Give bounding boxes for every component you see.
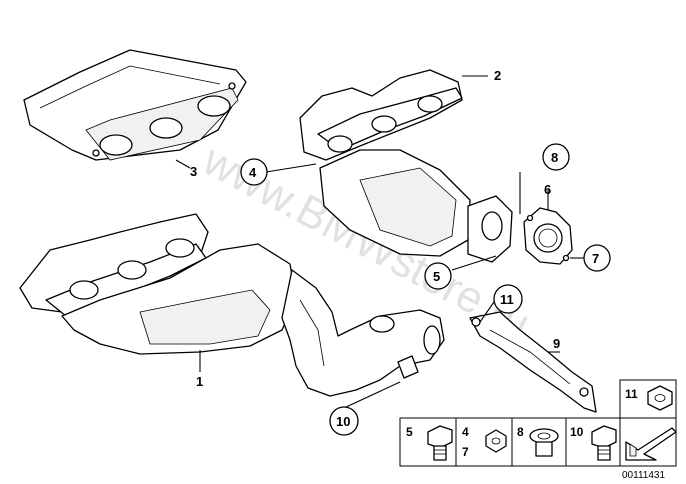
callout-8: 8 bbox=[542, 143, 570, 171]
legend-nut-4-7: 4 7 bbox=[462, 425, 507, 459]
forward-direction-arrow-icon bbox=[625, 427, 677, 461]
callout-6: 6 bbox=[544, 182, 551, 197]
legend-bolt-5: 5 bbox=[406, 425, 453, 461]
svg-text:5: 5 bbox=[406, 425, 413, 439]
callout-10: 10 bbox=[329, 406, 359, 436]
lower-exhaust-manifold-part[interactable] bbox=[19, 213, 445, 397]
upper-exhaust-manifold-part[interactable] bbox=[299, 69, 513, 263]
svg-text:7: 7 bbox=[592, 251, 599, 266]
svg-text:10: 10 bbox=[336, 414, 350, 429]
callout-3: 3 bbox=[190, 164, 197, 179]
callout-1: 1 bbox=[196, 374, 203, 389]
heat-shield-assembly-part[interactable] bbox=[23, 49, 247, 161]
svg-text:9: 9 bbox=[553, 336, 560, 351]
diagram-document-id: 00111431 bbox=[622, 470, 665, 481]
svg-text:11: 11 bbox=[500, 292, 514, 307]
parts-legend-table: 5 4 7 8 10 11 bbox=[399, 379, 677, 467]
callout-9: 9 bbox=[553, 336, 560, 351]
callout-11: 11 bbox=[493, 284, 523, 314]
svg-text:3: 3 bbox=[190, 164, 197, 179]
svg-text:8: 8 bbox=[517, 425, 524, 439]
svg-text:4: 4 bbox=[462, 425, 469, 439]
svg-text:4: 4 bbox=[249, 165, 257, 180]
legend-bolt-10: 10 bbox=[570, 425, 617, 461]
legend-sleeve-8: 8 bbox=[517, 425, 559, 457]
svg-text:2: 2 bbox=[494, 68, 501, 83]
svg-text:11: 11 bbox=[625, 387, 638, 401]
svg-text:5: 5 bbox=[433, 269, 440, 284]
svg-text:10: 10 bbox=[570, 425, 584, 439]
callout-4: 4 bbox=[240, 158, 268, 186]
callout-5: 5 bbox=[424, 262, 452, 290]
svg-text:8: 8 bbox=[551, 150, 558, 165]
mounting-bracket-part[interactable] bbox=[469, 311, 597, 413]
leader-lines bbox=[175, 75, 584, 409]
callout-2: 2 bbox=[494, 68, 501, 83]
callout-7: 7 bbox=[583, 244, 611, 272]
legend-nut-11: 11 bbox=[625, 385, 673, 411]
svg-text:1: 1 bbox=[196, 374, 203, 389]
svg-text:6: 6 bbox=[544, 182, 551, 197]
svg-text:7: 7 bbox=[462, 445, 469, 459]
flange-gasket-part[interactable] bbox=[523, 207, 573, 265]
